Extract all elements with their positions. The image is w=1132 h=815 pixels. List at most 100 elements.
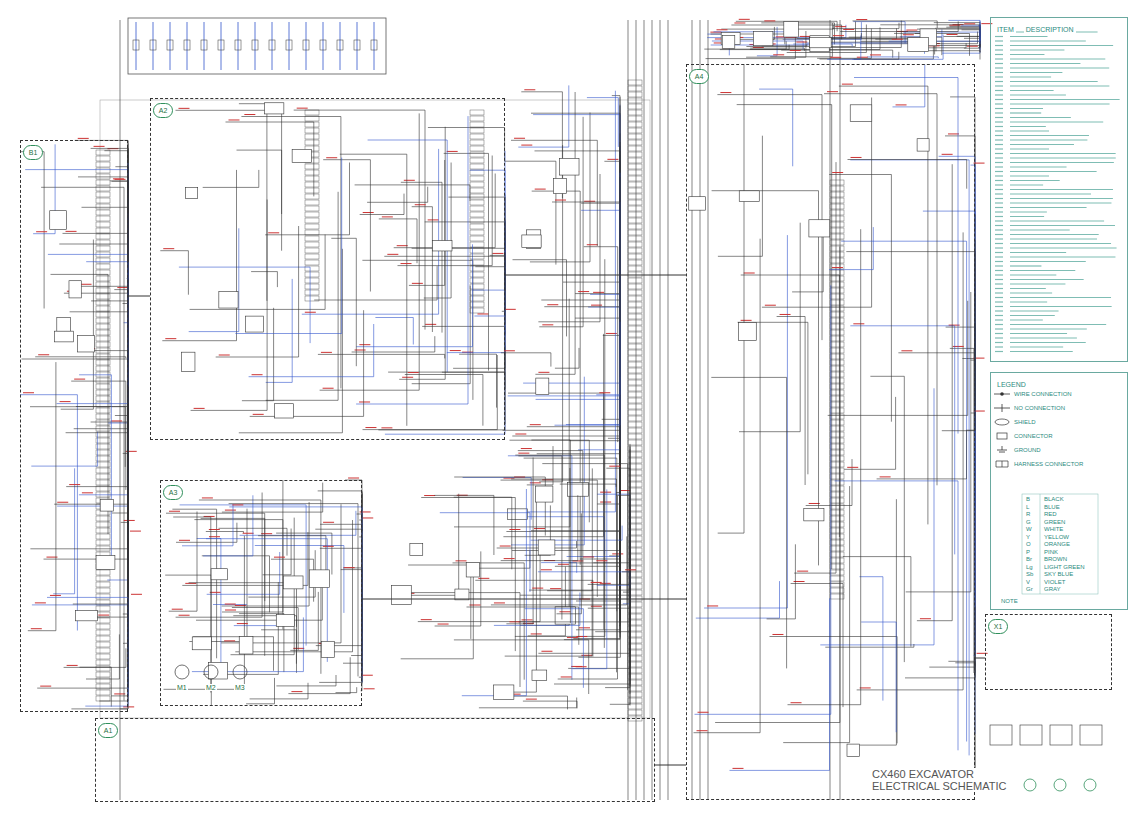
- connector-pin: [96, 198, 110, 203]
- wire: [51, 274, 109, 534]
- connector-pin: [628, 194, 642, 199]
- wire: [392, 593, 520, 687]
- connector-pin: [470, 236, 484, 241]
- connector-pin: [628, 122, 642, 127]
- color-code: V: [1025, 579, 1031, 586]
- wire-tag: [293, 648, 304, 649]
- wire: [948, 661, 975, 672]
- item-row: [1010, 85, 1109, 86]
- wire: [558, 496, 618, 679]
- wire-tag: [31, 628, 42, 629]
- wire: [518, 451, 583, 599]
- wire: [560, 484, 616, 487]
- wire: [206, 539, 327, 662]
- item-row: [995, 319, 1003, 320]
- item-row: [1010, 180, 1060, 181]
- component-symbol: [555, 607, 575, 624]
- connector-pin: [305, 170, 319, 175]
- wire-tag: [591, 305, 602, 306]
- wire-tag: [252, 374, 263, 375]
- connector-pin: [830, 420, 844, 425]
- component-symbol: [508, 509, 528, 520]
- wire: [99, 279, 128, 701]
- connector-pin: [830, 534, 844, 539]
- wire-tag: [607, 159, 618, 160]
- wire-tag: [561, 676, 572, 677]
- wire: [759, 89, 793, 166]
- wire: [926, 46, 980, 53]
- connector-pin: [628, 224, 642, 229]
- connector-pin: [830, 354, 844, 359]
- connector-pin: [470, 182, 484, 187]
- wire-tag: [521, 448, 532, 449]
- connector-pin: [305, 176, 319, 181]
- wire-tag: [579, 627, 590, 628]
- wire: [448, 197, 505, 389]
- wire: [513, 260, 567, 337]
- wire-tag: [219, 355, 230, 356]
- wire: [518, 456, 562, 620]
- wire: [240, 511, 356, 536]
- wire-tag: [179, 615, 190, 616]
- item-row: [1010, 310, 1059, 311]
- wire: [242, 308, 274, 401]
- wire: [86, 634, 119, 679]
- item-row: [995, 130, 1003, 131]
- connector-pin: [305, 218, 319, 223]
- wire-tag: [38, 354, 49, 355]
- callout-number: A2: [153, 103, 173, 118]
- sample-harness: [996, 461, 1008, 467]
- wire-tag: [456, 560, 467, 561]
- wire: [314, 266, 437, 300]
- wire: [418, 540, 540, 621]
- callout-number: A4: [689, 69, 709, 84]
- wire-tag: [734, 22, 745, 23]
- wire-tag: [438, 624, 449, 625]
- wire: [573, 142, 620, 638]
- connector-pin: [830, 450, 844, 455]
- connector-pin: [628, 212, 642, 217]
- item-row: [995, 85, 1003, 86]
- wire-tag: [720, 92, 731, 93]
- connector-pin: [470, 206, 484, 211]
- connector-pin: [628, 140, 642, 145]
- wire: [704, 235, 787, 608]
- wire: [906, 292, 971, 592]
- item-row: [995, 279, 1003, 280]
- wire: [605, 545, 630, 687]
- wire: [424, 163, 451, 299]
- wire-tag: [591, 606, 602, 607]
- wire: [715, 247, 840, 723]
- item-row: [1010, 252, 1066, 253]
- component-symbol: [276, 614, 294, 626]
- wire: [588, 446, 630, 609]
- wire: [112, 513, 128, 687]
- wire-tag: [344, 567, 355, 568]
- wire-tag: [124, 520, 135, 521]
- wire-tag: [57, 502, 68, 503]
- wire: [59, 219, 128, 245]
- fuse-wire: [136, 22, 137, 70]
- wire: [276, 675, 336, 686]
- wire: [91, 148, 128, 178]
- wire-tag: [359, 401, 370, 402]
- wire-tag: [209, 529, 220, 530]
- wire-tag: [40, 686, 51, 687]
- wire: [401, 573, 474, 659]
- wire-tag: [78, 138, 89, 139]
- connector-pin: [470, 284, 484, 289]
- connector-pin: [305, 164, 319, 169]
- wire: [829, 175, 891, 422]
- bus-wire: [668, 20, 669, 800]
- connector-pin: [470, 152, 484, 157]
- wire: [901, 240, 975, 786]
- wire-tag: [765, 305, 776, 306]
- wire: [160, 251, 188, 295]
- item-row: [1010, 216, 1044, 217]
- wire-tag: [82, 492, 93, 493]
- sensor-symbol: [990, 725, 1012, 745]
- component-symbol: [722, 35, 735, 48]
- wire: [82, 207, 129, 514]
- wire: [41, 187, 124, 700]
- item-row: [995, 117, 1003, 118]
